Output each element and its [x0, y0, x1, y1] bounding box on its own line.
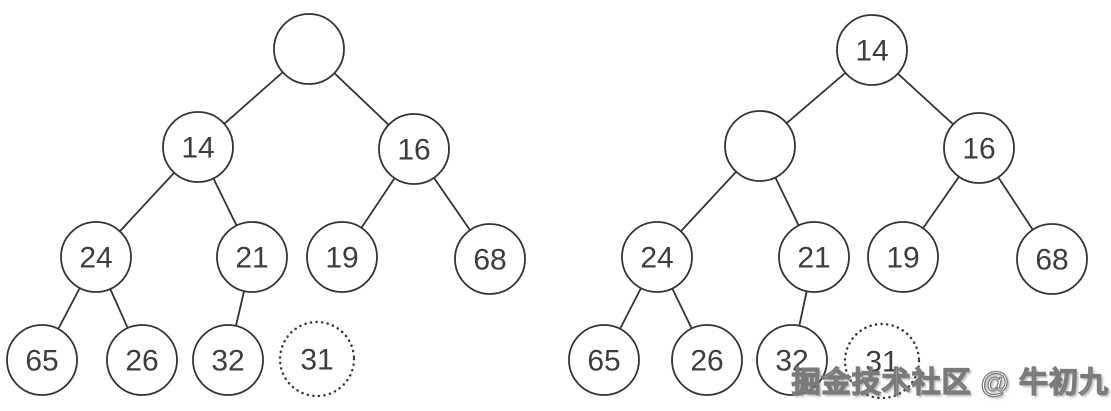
tree-step-2: 14 16 24 21 19 68 65 26 32 31 — [568, 14, 1088, 400]
tree-node-circle-19 — [867, 221, 939, 293]
tree-node-label: 65 — [25, 345, 58, 378]
tree-node-circle-32 — [756, 324, 828, 396]
tree-node-label: 68 — [1035, 244, 1068, 277]
tree-node-circle-21 — [216, 221, 288, 293]
tree-node-circle-24 — [60, 221, 132, 293]
tree-step-1: 14 16 24 21 19 68 65 26 32 31 — [6, 13, 526, 398]
tree-node-label: 21 — [235, 242, 268, 275]
tree-node-label: 24 — [79, 242, 112, 275]
tree-node-label: 21 — [797, 242, 830, 275]
tree-node-circle-19 — [306, 221, 378, 293]
tree-node-label: 68 — [473, 244, 506, 277]
tree-node-circle-26 — [671, 324, 743, 396]
tree-node-circle-empty — [724, 110, 796, 182]
tree-node-label: 19 — [886, 242, 919, 275]
tree-node-circle-21 — [778, 221, 850, 293]
tree-node-circle-16 — [378, 113, 450, 185]
tree-node-label: 31 — [300, 344, 333, 377]
tree-node-label: 16 — [397, 134, 430, 167]
tree-node-label: 65 — [587, 345, 620, 378]
tree-node-label: 32 — [211, 345, 244, 378]
tree-node-circle-26 — [106, 324, 178, 396]
tree-node-circle-14 — [162, 111, 234, 183]
tree-node-label: 26 — [690, 345, 723, 378]
tree-node-label: 26 — [125, 345, 158, 378]
tree-node-label: 16 — [962, 133, 995, 166]
tree-node-label: 19 — [325, 242, 358, 275]
tree-node-circle-32 — [192, 324, 264, 396]
tree-node-circle-68 — [1016, 223, 1088, 295]
tree-node-circle-31-pending — [278, 320, 356, 398]
tree-node-circle-65 — [568, 324, 640, 396]
tree-node-label: 24 — [640, 242, 673, 275]
tree-node-circle-16 — [943, 112, 1015, 184]
tree-node-label: 32 — [775, 345, 808, 378]
tree-node-circle-14 — [836, 14, 908, 86]
tree-node-label: 14 — [181, 132, 214, 165]
tree-node-circle-31-pending — [843, 322, 921, 400]
tree-node-circle-24 — [621, 221, 693, 293]
tree-node-label: 31 — [865, 346, 898, 379]
tree-node-circle-68 — [454, 223, 526, 295]
tree-node-label: 14 — [855, 35, 888, 68]
tree-node-circle-empty — [273, 13, 345, 85]
tree-node-circle-65 — [6, 324, 78, 396]
